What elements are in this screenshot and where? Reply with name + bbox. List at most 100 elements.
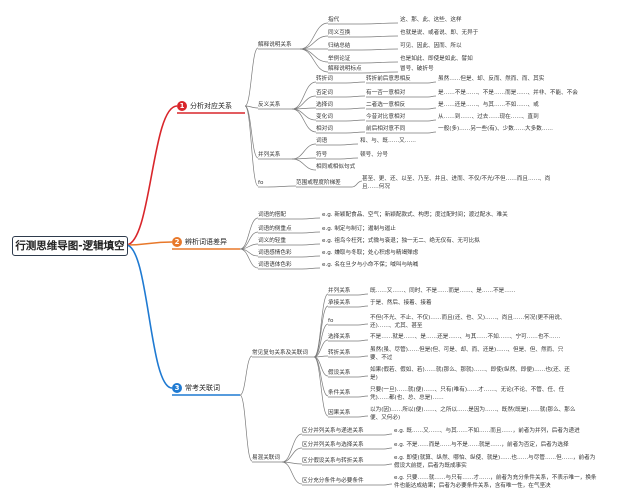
- connector-line: [361, 22, 399, 25]
- item-middle: 转折前后意思相反: [366, 76, 411, 82]
- item-key: 转折词: [316, 76, 333, 82]
- item-value: 顿号、分号: [360, 152, 388, 158]
- item-value: 一般(多)……另一些(有)、少数……大多数……: [438, 126, 554, 132]
- connector-line: [357, 339, 369, 342]
- connector-line: [244, 105, 259, 109]
- connector-line: [313, 339, 329, 358]
- connector-line: [345, 95, 366, 98]
- connector-line: [313, 356, 329, 397]
- item-key: 符号: [316, 152, 328, 158]
- item-key: 相对词: [316, 126, 333, 132]
- item-key: 同义互换: [328, 30, 351, 36]
- connector-line: [281, 433, 303, 463]
- connector-line: [351, 180, 363, 188]
- item-key: 词语: [316, 138, 328, 144]
- item-value: 也就是说、或者说、即、无异于: [400, 30, 479, 36]
- item-key: fo: [328, 318, 334, 324]
- connector-line: [301, 217, 321, 220]
- item-key: 区分假设关系与转折关系: [302, 458, 364, 464]
- connector-line: [383, 433, 393, 436]
- group-label: 解释说明关系: [258, 42, 292, 48]
- connector-line: [301, 231, 321, 234]
- item-value: 假设大前提，后者为既成事实: [394, 463, 467, 469]
- item-key: 转折关系: [328, 350, 351, 356]
- item-value: e.g. 不是……而是……与不是……就是……，前者为否定，后者为选择: [394, 442, 569, 448]
- item-value: 是……还是……、与其……不如……、或: [438, 102, 539, 108]
- item-value: 既……又……、同时、不是……而是……、是……不是……: [370, 288, 516, 294]
- branch-label: 分析对应关系: [190, 102, 232, 110]
- connector-line: [345, 119, 366, 122]
- branch-number-badge: 2: [172, 237, 182, 247]
- connector-line: [244, 47, 259, 107]
- item-value: e.g. 名在旦夕与小命不保；喊叫与呐喊: [322, 262, 419, 268]
- item-value: e.g. 制定与制订；遏制与遏止: [322, 226, 396, 232]
- connector-line: [313, 356, 329, 417]
- item-key: 选择词: [316, 102, 333, 108]
- group-label: 易混关联词: [252, 455, 280, 461]
- item-key: 变化词: [316, 114, 333, 120]
- item-key: 词语感情色彩: [258, 250, 292, 256]
- item-value: 要、不过: [370, 355, 393, 361]
- item-key: 相同或相似句式: [316, 164, 356, 170]
- connector-line: [281, 447, 303, 463]
- item-middle: 今昔对比意相对: [366, 114, 406, 120]
- item-value: 只要(一旦)……就(便)……、只有(唯有)……才……、无论(不论、不管、任、任: [370, 387, 565, 393]
- group-label: 并列关系: [258, 152, 281, 158]
- item-key: 因果关系: [328, 410, 351, 416]
- item-value: e.g. 新颖配食品、空气；新颖配款式、构思；度过配时间；渡过配水、难关: [322, 212, 508, 218]
- item-value: 件也能达成结果；后者为必要条件关系，含有唯一性，在气坚决: [394, 483, 551, 489]
- connector-line: [339, 157, 359, 160]
- connector-line: [361, 35, 399, 38]
- item-key: 词语语体色彩: [258, 262, 292, 268]
- item-value: 于是、然后、接着、接着: [370, 300, 432, 306]
- connector-line: [361, 61, 399, 64]
- item-value: 是): [370, 375, 378, 381]
- item-value: e.g. 祖鸟今枉死；式微与衰退；独一无二、绝无仅有、无可比拟: [322, 238, 480, 244]
- connector-line: [383, 463, 393, 466]
- branch-label: 常考关联词: [185, 384, 220, 392]
- connector-line: [291, 158, 317, 171]
- item-key: 承接关系: [328, 300, 351, 306]
- connector-line: [267, 185, 297, 188]
- connector-line: [299, 35, 329, 50]
- item-key: 举例论证: [328, 56, 351, 62]
- connector-line: [357, 395, 369, 398]
- item-value: 和、与、既……又……: [360, 138, 416, 144]
- connector-line: [427, 119, 437, 122]
- item-value: 甚至、更、还、以至、乃至、并且、进而、不仅/不光/不但……而且……、尚: [362, 176, 551, 182]
- connector-line: [339, 143, 359, 146]
- item-value: 虽然……但是、却、反而、然而、而、其实: [438, 76, 545, 82]
- item-value: 如果(假若、假如、若)……就(那么、那就)……、即使(纵然、即便)……也(还、还: [370, 367, 570, 373]
- connector-line: [427, 81, 437, 84]
- item-value: 以为(因)……所以(便)……、之所以……是因为……、既然(既是)……就(那么、那…: [370, 407, 576, 413]
- item-key: 解释说明标点: [328, 66, 362, 72]
- connector-line: [125, 244, 173, 389]
- item-key: 区分并列关系与选择关系: [302, 442, 364, 448]
- item-value: 且……何况: [362, 184, 390, 190]
- connector-line: [301, 267, 321, 270]
- group-label: fo: [258, 180, 264, 186]
- item-value: 虽然(虽、尽管)……但是(但、可是、却、而、还是)……、但是、但、然而、只: [370, 347, 564, 353]
- item-key: 词语的侧重点: [258, 226, 292, 232]
- connector-line: [239, 231, 259, 250]
- item-value: 冒号、破折号: [400, 66, 434, 72]
- connector-line: [357, 415, 369, 418]
- connector-line: [291, 95, 317, 110]
- item-key: 否定词: [316, 90, 333, 96]
- connector-line: [299, 22, 329, 50]
- item-value: 也是如此、即使是如此、譬如: [400, 56, 473, 62]
- connector-line: [301, 255, 321, 258]
- connector-line: [357, 355, 369, 358]
- item-value: 可见、因此、因而、所以: [400, 43, 462, 49]
- item-key: 条件关系: [328, 390, 351, 396]
- item-middle: 范围或程度阶梯差: [296, 180, 341, 186]
- group-label: 常见复句关系及关联词: [252, 350, 308, 356]
- connector-line: [345, 81, 366, 84]
- item-value: 从……到……、过去……现在……、直到: [438, 114, 539, 120]
- item-value: e.g. 既……又……、与其……不如……而且……，前者为并列，后者为递进: [394, 428, 580, 434]
- connector-line: [383, 447, 393, 450]
- connector-line: [291, 81, 317, 110]
- item-value: e.g. 只要……就……与只有……才……，前者为充分条件关系，不表示唯一，换条: [394, 475, 597, 481]
- connector-line: [239, 355, 253, 396]
- item-value: 是……不是……、不是……而是……、并非、不能、不会: [438, 90, 578, 96]
